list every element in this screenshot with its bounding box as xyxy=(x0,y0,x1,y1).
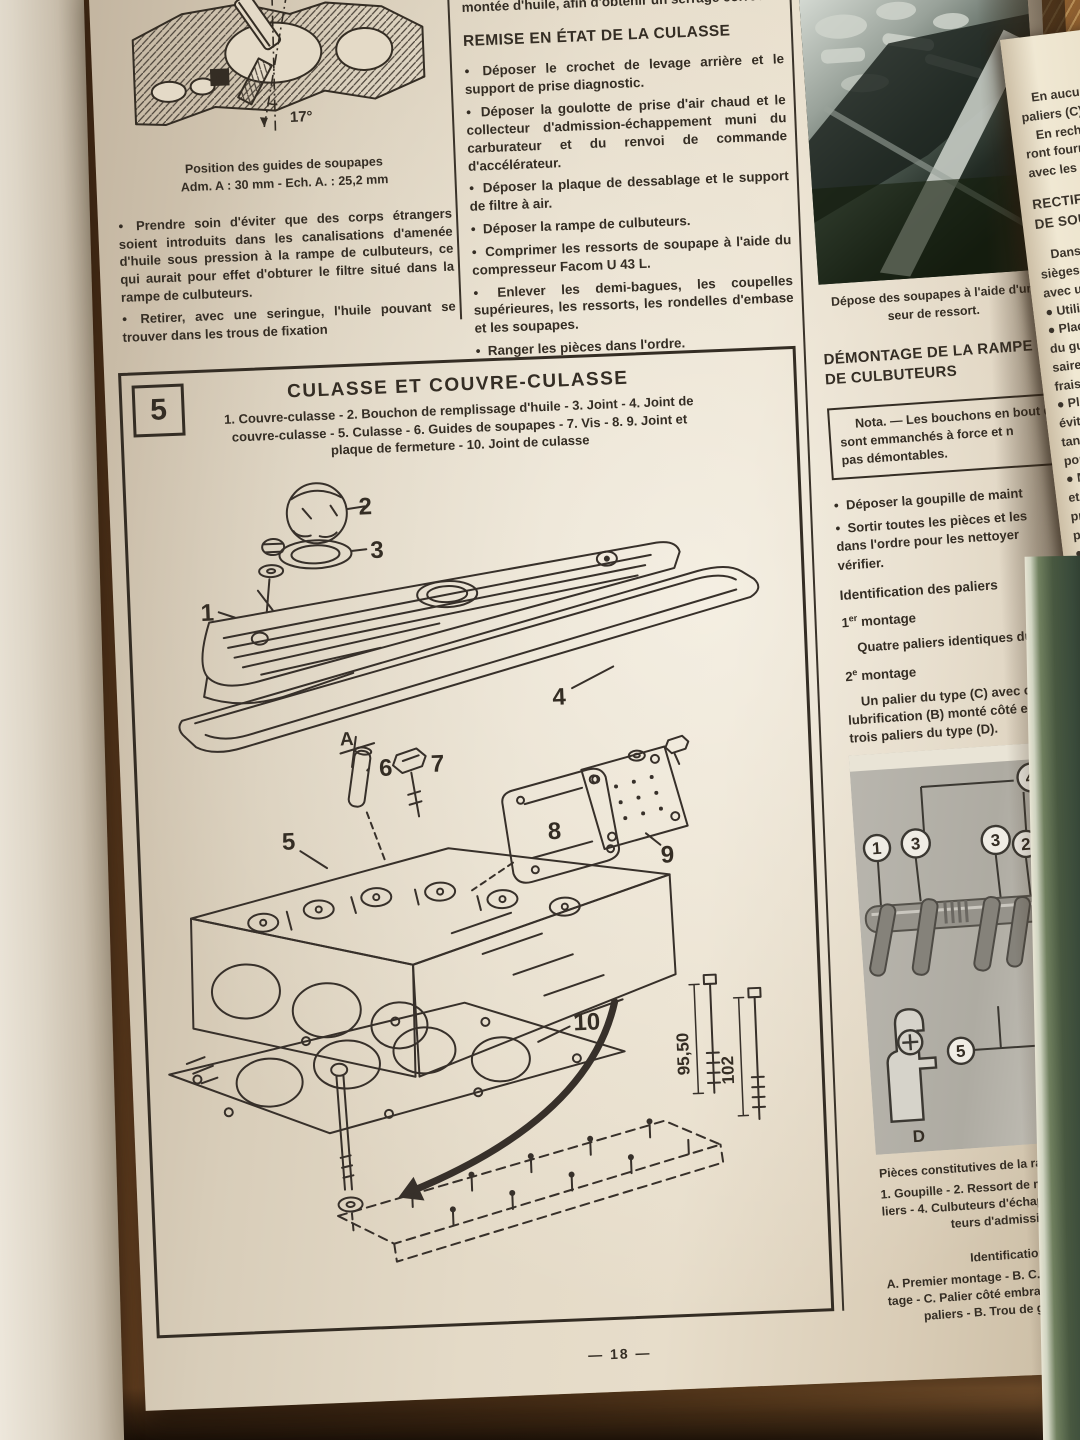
callout-7: 7 xyxy=(430,750,444,778)
dimension-9550: 95,50 xyxy=(673,1032,694,1075)
manual-page: A 17° Position des guides de soupapes Ad… xyxy=(88,0,1080,1411)
montage-1-rest: montage xyxy=(856,610,917,630)
callout-4: 4 xyxy=(552,683,567,711)
callout-3: 3 xyxy=(370,537,384,565)
section-heading-remise: REMISE EN ÉTAT DE LA CULASSE xyxy=(462,22,731,50)
montage-1-label: 1er montage xyxy=(841,609,916,630)
figure-frame: 5 CULASSE ET COUVRE-CULASSE 1. Couvre-cu… xyxy=(118,345,835,1339)
callout-6: 6 xyxy=(379,754,393,782)
photo2-callout-1: 1 xyxy=(871,839,882,859)
middle-bullet: Déposer la plaque de dessablage et le su… xyxy=(469,167,790,215)
callout-9: 9 xyxy=(660,841,674,869)
diagram-caption: Position des guides de soupapes Adm. A :… xyxy=(122,150,447,199)
middle-bullet: Déposer la goulotte de prise d'air chaud… xyxy=(466,91,789,175)
photo2-callout-D: D xyxy=(912,1126,926,1146)
left-bullet-1: Prendre soin d'éviter que des corps étra… xyxy=(118,205,455,307)
exploded-view-diagram: 2 3 1 4 A 6 7 5 8 9 10 95,50 102 xyxy=(168,482,767,1263)
middle-bullet: Enlever les demi-bagues, les coupelles s… xyxy=(473,272,795,338)
callout-5: 5 xyxy=(281,828,295,856)
photo2-callout-3b: 3 xyxy=(990,831,1001,851)
dimension-102: 102 xyxy=(718,1056,738,1085)
middle-column: montée d'huile, afin d'obtenir un serrag… xyxy=(461,0,795,361)
left-bullet-2: Retirer, avec une seringue, l'huile pouv… xyxy=(122,298,457,347)
callout-A: A xyxy=(340,729,355,751)
callout-2: 2 xyxy=(358,493,372,521)
montage-2-rest: montage xyxy=(857,664,917,684)
photo2-callout-3a: 3 xyxy=(910,834,921,854)
photo2-callout-5: 5 xyxy=(955,1042,966,1062)
label-a: A xyxy=(214,71,225,86)
angle-label: 17° xyxy=(290,108,313,126)
callout-10: 10 xyxy=(573,1008,601,1036)
callout-1: 1 xyxy=(200,599,214,627)
middle-bullet: Déposer le crochet de levage arrière et … xyxy=(464,51,785,99)
valve-guide-section-diagram: A 17° xyxy=(131,0,426,131)
figure-number: 5 xyxy=(131,383,186,438)
middle-intro: montée d'huile, afin d'obtenir un serrag… xyxy=(461,0,773,16)
ident-paliers-heading: Identification des paliers xyxy=(839,577,999,604)
montage-2-label: 2e montage xyxy=(845,663,917,684)
page-number: — 18 — xyxy=(587,1344,652,1364)
middle-bullet: Comprimer les ressorts de soupape à l'ai… xyxy=(471,231,792,279)
callout-8: 8 xyxy=(547,818,561,846)
left-column: Prendre soin d'éviter que des corps étra… xyxy=(118,200,457,347)
